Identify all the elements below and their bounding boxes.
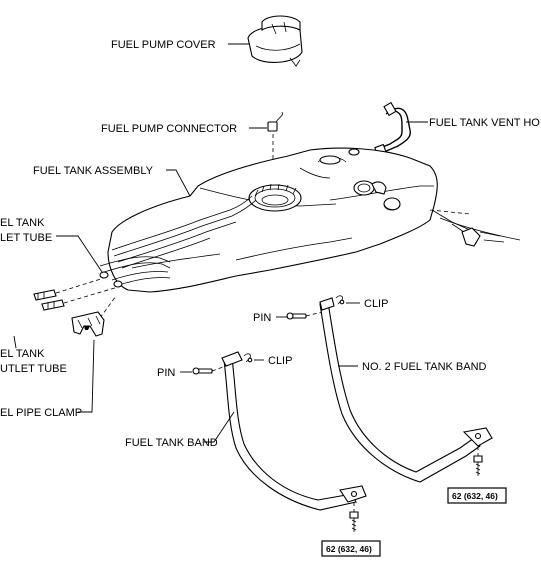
pin-lower-dash	[211, 365, 227, 372]
pin-upper-label: PIN	[253, 312, 271, 324]
fuel-pump-connector	[267, 111, 283, 132]
clip-lower-label: CLIP	[268, 355, 292, 367]
fuel-tank-vent-hose	[374, 101, 412, 156]
torque-spec-left-text: 62 (632, 46)	[326, 544, 372, 554]
tank-assembly-leader	[166, 169, 191, 197]
torque-spec-left: 62 (632, 46)	[321, 540, 381, 557]
pin-upper	[286, 312, 307, 320]
fuel-tank-assembly-label: FUEL TANK ASSEMBLY	[33, 165, 154, 177]
clip-upper-label: CLIP	[364, 298, 388, 310]
inlet-tube-leader	[56, 235, 103, 273]
pin-lower-label: PIN	[157, 367, 175, 379]
outlet-tube-leader	[13, 335, 17, 349]
no2-fuel-tank-band	[319, 297, 493, 483]
no2-fuel-tank-band-label: NO. 2 FUEL TANK BAND	[362, 361, 487, 373]
fuel-pipe-clamp	[71, 311, 105, 337]
fuel-tank-band-leader	[204, 411, 235, 443]
pipe-clamp-label: EL PIPE CLAMP	[0, 407, 82, 419]
fuel-tank-assembly	[99, 147, 521, 293]
torque-spec-right: 62 (632, 46)	[447, 487, 507, 504]
pin-upper-dash	[305, 311, 323, 317]
bolt-right	[473, 446, 483, 476]
outlet-tube-label-line2: UTLET TUBE	[0, 363, 67, 375]
inlet-tube-label-line1: EL TANK	[0, 217, 45, 229]
fuel-tank-band	[221, 351, 367, 511]
tube-connectors	[33, 277, 119, 319]
fuel-tank-band-label: FUEL TANK BAND	[125, 437, 218, 449]
clip-lower	[243, 353, 253, 363]
fuel-pump-cover	[247, 15, 303, 67]
inlet-tube-label-line2: LET TUBE	[0, 232, 52, 244]
torque-spec-right-text: 62 (632, 46)	[452, 491, 498, 501]
pin-lower	[192, 367, 213, 375]
fuel-pump-connector-label: FUEL PUMP CONNECTOR	[101, 123, 237, 135]
fuel-pump-cover-label: FUEL PUMP COVER	[111, 39, 216, 51]
pipe-clamp-leader	[78, 339, 95, 413]
fuel-tank-vent-hose-label: FUEL TANK VENT HO	[429, 117, 540, 129]
clip-upper	[335, 295, 345, 305]
bolt-left	[349, 502, 359, 532]
outlet-tube-label-line1: EL TANK	[0, 348, 45, 360]
